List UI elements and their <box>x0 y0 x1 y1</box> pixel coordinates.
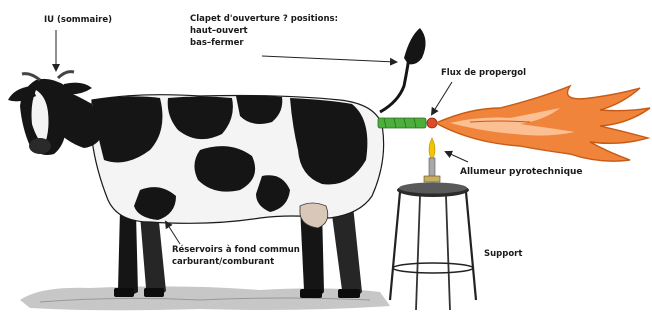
cow-tail <box>380 28 426 112</box>
cow-front-leg-right <box>140 212 166 296</box>
label-iu: IU (sommaire) <box>44 15 112 26</box>
cow-ear-right <box>64 83 92 95</box>
label-clapet-line3: bas–fermer <box>190 38 338 50</box>
cow-horn-left <box>22 74 40 80</box>
label-reservoirs: Réservoirs à fond commun carburant/combu… <box>172 245 300 269</box>
label-clapet-line1: Clapet d'ouverture ? positions: <box>190 14 338 26</box>
arrow-flux <box>432 82 452 114</box>
pyrotechnic-igniter <box>424 138 440 182</box>
ground-shadow <box>20 286 390 310</box>
label-reservoirs-line2: carburant/comburant <box>172 257 300 269</box>
arrow-reservoirs <box>166 222 180 244</box>
tail-tuft <box>404 28 426 64</box>
nozzle <box>378 118 437 128</box>
label-allumeur: Allumeur pyrotechnique <box>460 167 583 178</box>
cow-front-leg-left <box>118 210 138 296</box>
label-support: Support <box>484 249 522 260</box>
rocket-flame <box>436 86 650 161</box>
arrow-clapet <box>262 56 396 62</box>
arrow-allumeur <box>446 152 468 162</box>
label-clapet: Clapet d'ouverture ? positions: haut–ouv… <box>190 14 338 50</box>
label-flux: Flux de propergol <box>441 68 526 79</box>
support-stool <box>390 183 476 311</box>
cow-horn-right <box>58 72 74 78</box>
label-clapet-line2: haut–ouvert <box>190 26 338 38</box>
cow-muzzle <box>29 138 51 154</box>
label-reservoirs-line1: Réservoirs à fond commun <box>172 245 300 257</box>
igniter-flame <box>429 138 435 160</box>
